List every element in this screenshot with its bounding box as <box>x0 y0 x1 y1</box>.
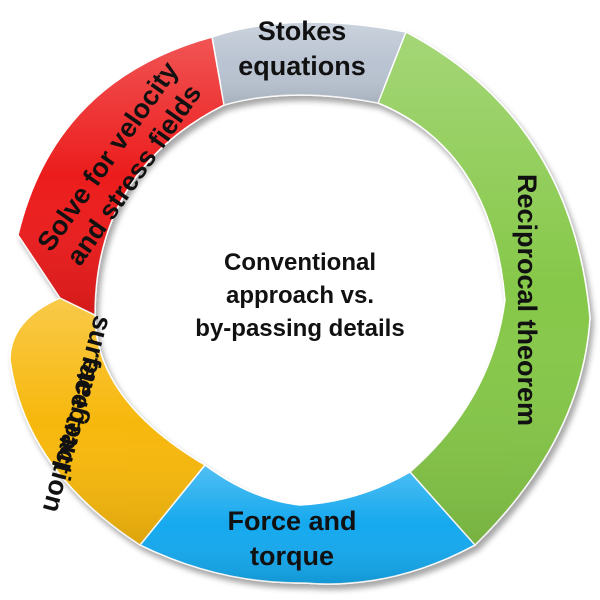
label-force-and-torque: Force and torque <box>227 506 356 571</box>
force-line-2: torque <box>250 541 334 571</box>
reciprocal-line-1: Reciprocal theorem <box>512 174 542 426</box>
center-line-1: Conventional <box>224 249 376 276</box>
stokes-line-2: equations <box>238 51 366 81</box>
label-reciprocal-theorem: Reciprocal theorem <box>512 174 542 426</box>
ring-shine <box>10 22 590 584</box>
force-line-1: Force and <box>227 506 356 536</box>
stokes-line-1: Stokes <box>258 16 347 46</box>
center-line-2: approach vs. <box>226 282 374 309</box>
center-line-3: by-passing details <box>195 315 404 342</box>
center-label: Conventional approach vs. by-passing det… <box>195 249 404 342</box>
label-stokes-equations: Stokes equations <box>238 16 366 81</box>
